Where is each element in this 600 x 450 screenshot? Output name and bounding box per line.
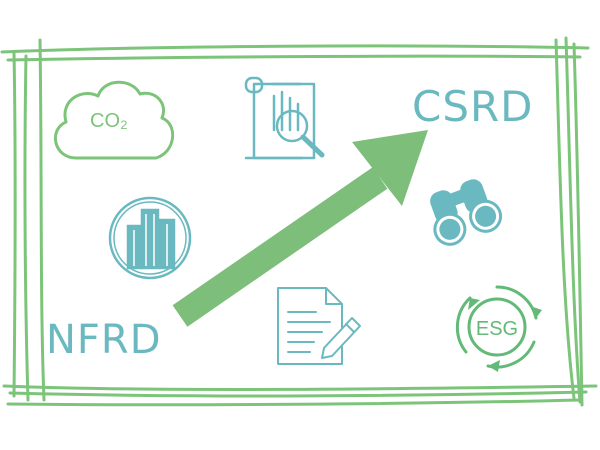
esg-cycle-icon: ESG bbox=[455, 285, 542, 372]
esg-text: ESG bbox=[476, 318, 518, 340]
report-magnifier-icon bbox=[244, 76, 325, 160]
nfrd-label: NFRD bbox=[46, 317, 162, 363]
city-buildings-icon bbox=[108, 196, 192, 280]
co2-text: CO₂ bbox=[90, 110, 128, 132]
document-pen-icon bbox=[277, 287, 361, 365]
csrd-label: CSRD bbox=[412, 82, 534, 131]
sketch-frame bbox=[0, 36, 598, 407]
binoculars-icon bbox=[430, 179, 503, 246]
co2-cloud-icon: CO₂ bbox=[54, 80, 175, 160]
growth-arrow-icon bbox=[172, 130, 428, 327]
